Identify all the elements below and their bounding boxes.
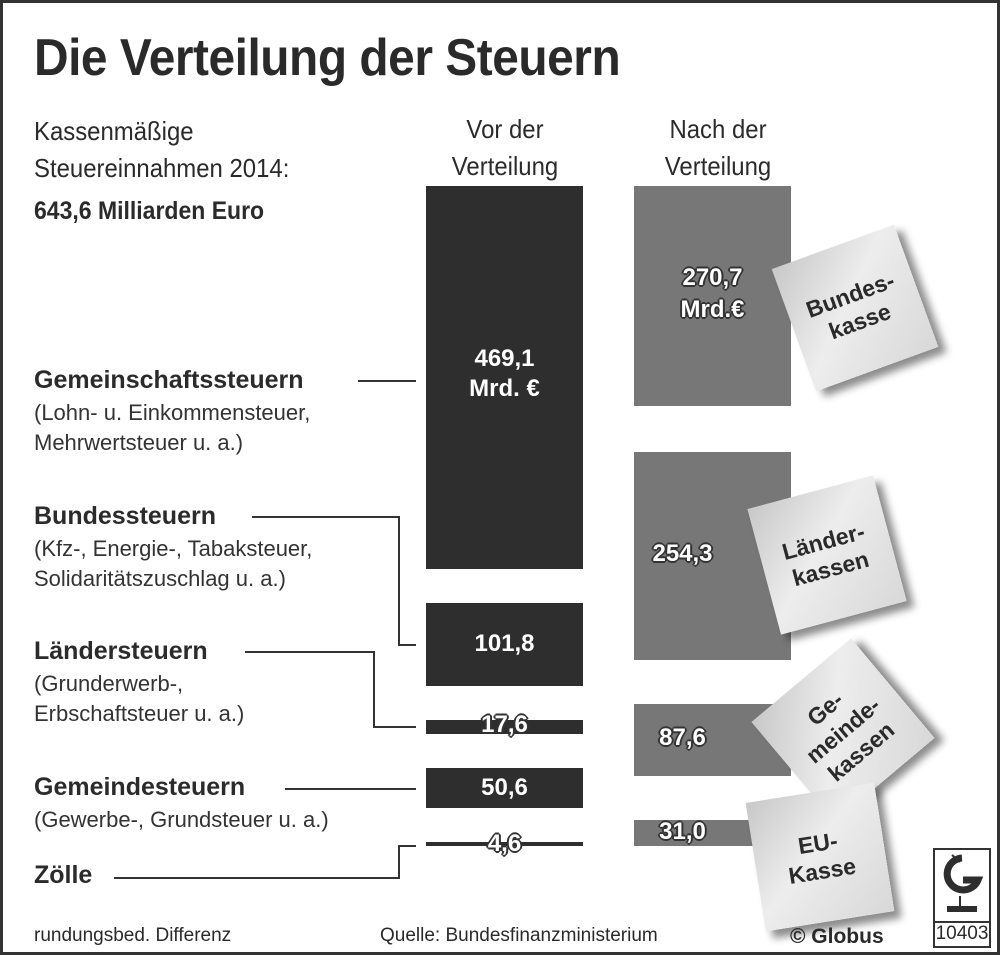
bar-value: 254,3 <box>652 540 713 567</box>
bar-value-laender: 17,6 <box>481 711 528 738</box>
category-laendersteuern: Ländersteuern <box>34 637 208 665</box>
desc-line: (Lohn- u. Einkommensteuer, <box>34 400 311 425</box>
leader-line-zoelle-h1 <box>114 877 400 879</box>
leader-line-laender-h1 <box>245 651 375 653</box>
bar-value: 87,6 <box>659 724 706 751</box>
copyright-globus: © Globus <box>790 925 884 948</box>
category-gemeinschaftssteuern: Gemeinschaftssteuern <box>34 366 304 394</box>
bar-before-bundessteuern: 101,8 <box>426 603 583 686</box>
subtitle-line-1: Kassenmäßige <box>34 116 194 146</box>
desc-line: Solidaritätszuschlag u. a.) <box>34 566 286 591</box>
desc-line: (Gewerbe-, Grundsteuer u. a.) <box>34 807 329 832</box>
column-header-after-line1: Nach der <box>669 114 767 144</box>
bar-value: 101,8 <box>474 630 535 657</box>
column-header-before-line2: Verteilung <box>451 151 559 181</box>
category-bundessteuern: Bundessteuern <box>34 502 216 530</box>
rounding-note: rundungsbed. Differenz <box>34 925 232 946</box>
leader-line-laender-h2 <box>373 726 416 728</box>
column-header-after: Nach der Verteilung <box>626 111 810 185</box>
desc-line: Erbschaftsteuer u. a.) <box>34 701 245 726</box>
column-header-before-line1: Vor der <box>466 114 544 144</box>
leader-line-bund-v <box>398 516 400 646</box>
leader-line-gemeinde <box>285 788 416 790</box>
bar-value: 50,6 <box>481 774 528 801</box>
globus-logo-icon <box>943 854 984 912</box>
bar-value-zoelle: 4,6 <box>487 830 522 857</box>
desc-line: Mehrwertsteuer u. a.) <box>34 430 244 455</box>
subtitle: Kassenmäßige Steuereinnahmen 2014: <box>34 113 289 187</box>
bar-value: 31,0 <box>659 818 706 845</box>
source-note: Quelle: Bundesfinanzministerium <box>380 925 658 946</box>
globus-logo-box: 10403 <box>933 848 991 948</box>
bar-value: 469,1 Mrd. € <box>426 344 583 404</box>
bar-before-laendersteuern <box>426 720 583 734</box>
bar-after-bundeskasse: 270,7 Mrd.€ <box>634 186 791 406</box>
value-unit: Mrd. € <box>469 375 540 402</box>
category-zoelle: Zölle <box>34 861 93 889</box>
chart-title: Die Verteilung der Steuern <box>34 29 621 87</box>
desc-line: (Kfz-, Energie-, Tabaksteuer, <box>34 536 313 561</box>
leader-line-laender-v <box>373 651 375 728</box>
category-desc-bundessteuern: (Kfz-, Energie-, Tabaksteuer, Solidaritä… <box>34 534 312 594</box>
category-desc-gemeindesteuern: (Gewerbe-, Grundsteuer u. a.) <box>34 805 329 835</box>
graphic-number: 10403 <box>935 921 989 944</box>
value-number: 270,7 <box>682 264 743 291</box>
leader-line-zoelle-v <box>398 845 400 879</box>
leader-line-zoelle-h2 <box>398 845 416 847</box>
category-desc-gemeinschaftssteuern: (Lohn- u. Einkommensteuer, Mehrwertsteue… <box>34 398 310 458</box>
category-gemeindesteuern: Gemeindesteuern <box>34 773 246 801</box>
bar-before-gemeinschaftssteuern: 469,1 Mrd. € <box>426 186 583 569</box>
category-desc-laendersteuern: (Grunderwerb-, Erbschaftsteuer u. a.) <box>34 669 244 729</box>
value-unit: Mrd.€ <box>680 296 745 323</box>
subtitle-line-2: Steuereinnahmen 2014: <box>34 153 290 183</box>
bar-value: 270,7 Mrd.€ <box>634 262 791 326</box>
leader-line-bund-h2 <box>398 644 416 646</box>
note-eukasse: EU-Kasse <box>745 782 895 932</box>
leader-line-bund-h1 <box>252 516 400 518</box>
value-number: 469,1 <box>474 345 535 372</box>
column-header-before: Vor der Verteilung <box>413 111 597 185</box>
bar-before-zoelle <box>426 842 583 846</box>
bar-before-gemeindesteuern: 50,6 <box>426 768 583 808</box>
leader-line-gemeinschaft <box>358 380 416 382</box>
total-amount: 643,6 Milliarden Euro <box>34 197 265 225</box>
column-header-after-line2: Verteilung <box>664 151 772 181</box>
desc-line: (Grunderwerb-, <box>34 671 184 696</box>
